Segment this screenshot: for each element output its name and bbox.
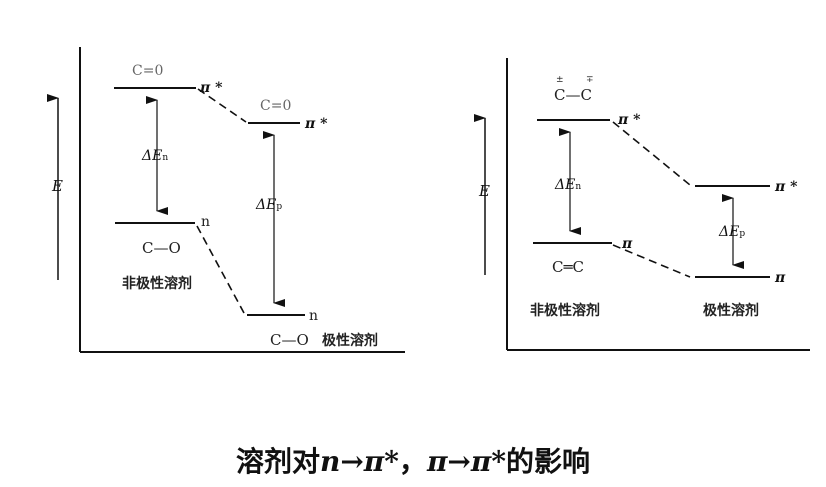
molecule-label: C=0	[260, 98, 291, 114]
axis-label: E	[51, 177, 63, 195]
orbital-label: π	[621, 236, 633, 252]
dashed-connector	[612, 244, 691, 278]
axis-label: E	[478, 182, 490, 200]
dashed-connector	[612, 121, 691, 186]
delta-label: ΔEp	[255, 197, 282, 213]
left-diagram	[47, 47, 405, 353]
molecule-label: C—O	[142, 239, 181, 257]
caption-separator: ，	[398, 445, 427, 478]
orbital-label: π *	[774, 179, 798, 195]
molecule-label: C=0	[132, 63, 163, 79]
solvent-label: 极性溶剂	[703, 302, 759, 319]
charge-label: ±	[556, 75, 564, 85]
solvent-label: 非极性溶剂	[530, 302, 600, 319]
orbital-label: π *	[199, 80, 223, 96]
delta-label: ΔEn	[141, 148, 168, 164]
caption-text: 溶剂对	[235, 445, 320, 478]
orbital-label: n	[309, 308, 318, 324]
molecule-label: C═C	[552, 258, 584, 276]
dashed-connector	[197, 88, 247, 123]
orbital-label: π	[774, 270, 786, 286]
caption-n: n	[319, 445, 341, 478]
orbital-label: π *	[304, 116, 328, 132]
caption-text: 的影响	[506, 445, 591, 478]
right-diagram	[474, 58, 810, 351]
solvent-label: 非极性溶剂	[122, 275, 192, 292]
figure-caption: 溶剂对n→π*，π→π*的影响	[0, 440, 826, 480]
caption-transition: π→π*	[426, 445, 507, 478]
delta-label: ΔEp	[718, 224, 745, 240]
caption-transition: →π*	[340, 445, 399, 478]
dashed-connector	[196, 225, 245, 314]
molecule-label: C—C	[554, 86, 592, 104]
solvent-label: 极性溶剂	[322, 332, 378, 349]
molecule-label: C—O	[270, 331, 309, 349]
charge-label: ∓	[586, 75, 594, 85]
orbital-label: n	[201, 214, 210, 230]
orbital-label: π *	[617, 112, 641, 128]
delta-label: ΔEn	[554, 177, 581, 193]
